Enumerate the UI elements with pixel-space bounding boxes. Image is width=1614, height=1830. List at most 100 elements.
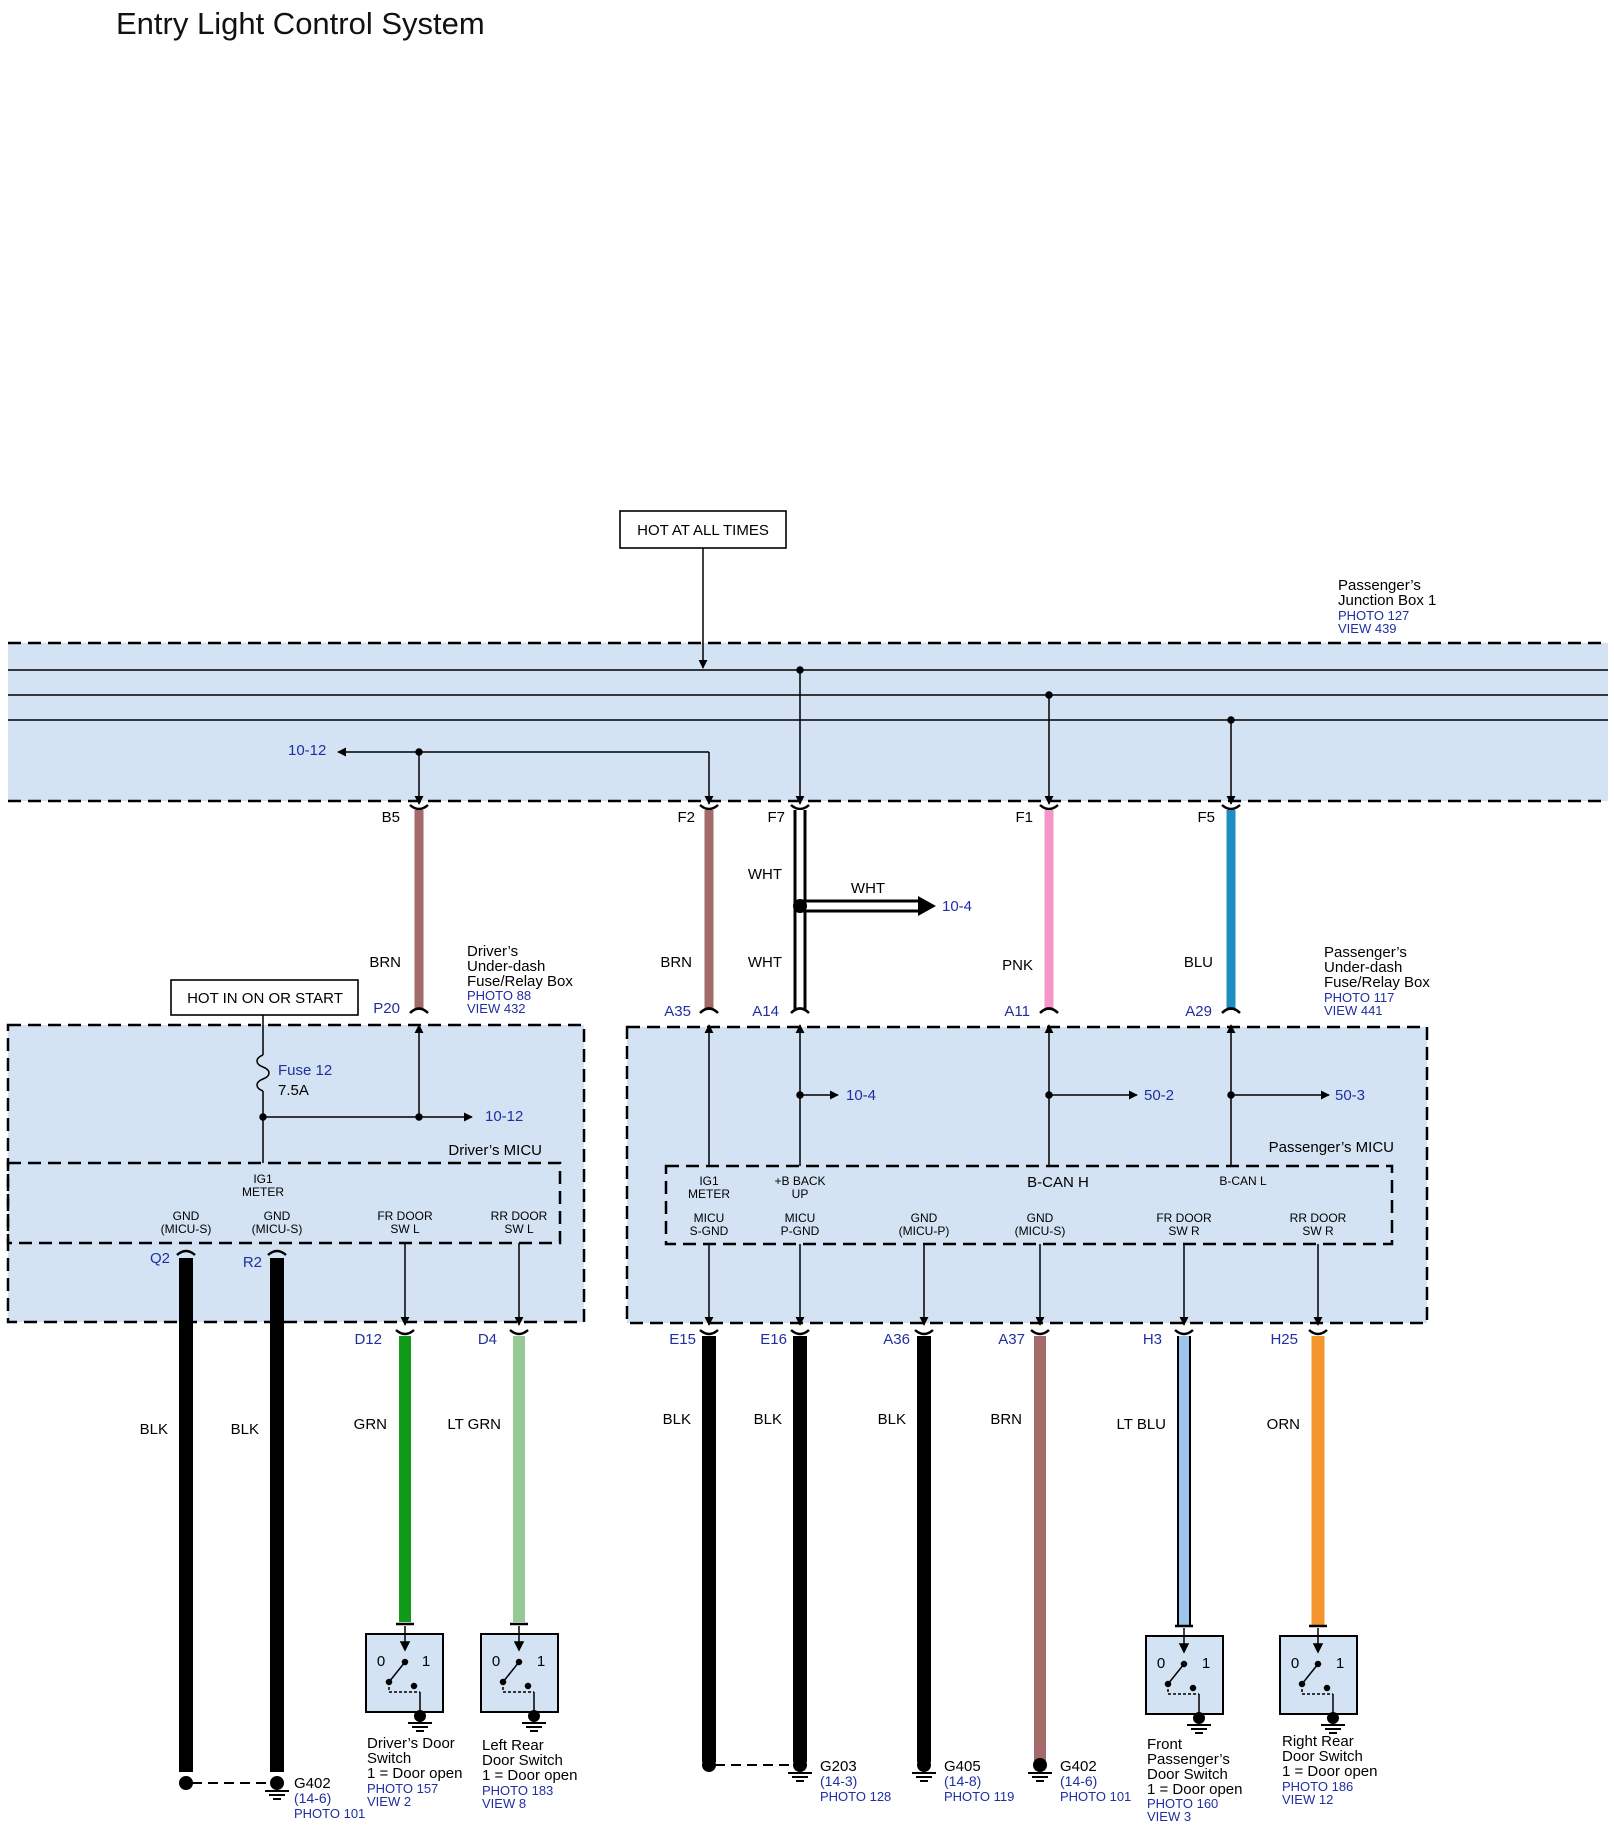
drivers-fuse-box-label: Driver’s Under-dash Fuse/Relay Box — [467, 943, 573, 990]
passengers-fuse-box — [625, 1025, 1429, 1325]
pin-A36: A36 — [883, 1331, 910, 1348]
color-label-ltblu: LT BLU — [1117, 1416, 1166, 1433]
drivers-micu-label: Driver’s MICU — [448, 1142, 542, 1159]
color-label-brn-1: BRN — [369, 954, 401, 971]
color-label-blk-r2: BLK — [231, 1421, 259, 1438]
switch-ground-icons — [408, 1710, 1345, 1734]
ground-g203: G203 — [820, 1758, 857, 1775]
color-label-blk-e15: BLK — [663, 1411, 691, 1428]
junction-box-1 — [8, 641, 1608, 803]
switch-state-0: 0 — [1291, 1655, 1299, 1672]
hot-in-on-or-start-box — [170, 979, 359, 1016]
color-label-pnk: PNK — [1002, 957, 1033, 974]
pass-term-bcan-l: B-CAN L — [1219, 1174, 1267, 1188]
switch-state-1: 1 — [1202, 1655, 1210, 1672]
color-label-ltgrn: LT GRN — [447, 1416, 501, 1433]
passengers-box-wiring — [704, 1024, 1330, 1166]
switch-state-0: 0 — [377, 1653, 385, 1670]
fuse-12-rating: 7.5A — [278, 1082, 309, 1099]
lower-connectors — [176, 1249, 1328, 1336]
color-label-brn-a37: BRN — [990, 1411, 1022, 1428]
drivers-door-switch-label: Driver’s Door Switch 1 = Door open — [367, 1735, 463, 1782]
junction-internal-wiring — [337, 666, 1236, 805]
color-label-brn-2: BRN — [660, 954, 692, 971]
passengers-micu-label: Passenger’s MICU — [1269, 1139, 1394, 1156]
junction-connectors — [409, 804, 1241, 811]
switch-state-0: 0 — [1157, 1655, 1165, 1672]
ref-50-3: 50-3 — [1335, 1087, 1365, 1104]
front-passengers-door-switch-label: Front Passenger’s Door Switch 1 = Door o… — [1147, 1736, 1243, 1798]
drivers-fuse-box-refs: PHOTO 88 VIEW 432 — [467, 988, 535, 1016]
hot-in-on-or-start-label: HOT IN ON OR START — [187, 990, 343, 1007]
pin-F5: F5 — [1197, 809, 1215, 826]
fuse-12-symbol — [256, 1054, 270, 1092]
micu-output-arrows — [400, 1243, 1323, 1326]
pin-F7: F7 — [767, 809, 785, 826]
color-label-blk-e16: BLK — [754, 1411, 782, 1428]
left-rear-door-switch-label: Left Rear Door Switch 1 = Door open — [482, 1737, 578, 1784]
ground-g402-right-refs: (14-6) PHOTO 101 — [1060, 1773, 1131, 1804]
drv-term-gnd-q2: GND(MICU-S) — [161, 1209, 212, 1236]
wht-branch-color: WHT — [851, 880, 885, 897]
switch-state-1: 1 — [1336, 1655, 1344, 1672]
ground-g405: G405 — [944, 1758, 981, 1775]
hot-at-all-times-label: HOT AT ALL TIMES — [637, 522, 769, 539]
drivers-door-switch: 0 1 — [365, 1622, 444, 1713]
left-rear-door-switch: 0 1 — [480, 1622, 559, 1713]
pin-A29: A29 — [1185, 1003, 1212, 1020]
pin-A37: A37 — [998, 1331, 1025, 1348]
pin-D12: D12 — [354, 1331, 382, 1348]
fuse-12-name: Fuse 12 — [278, 1062, 332, 1079]
pin-A35: A35 — [664, 1003, 691, 1020]
upper-connectors — [409, 1007, 1241, 1014]
color-label-blk-q2: BLK — [140, 1421, 168, 1438]
front-passengers-door-switch: 0 1 — [1145, 1624, 1224, 1715]
color-label-grn: GRN — [354, 1416, 387, 1433]
wht-branch — [793, 896, 936, 916]
drivers-door-switch-refs: PHOTO 157 VIEW 2 — [367, 1781, 442, 1809]
ground-g402-left: G402 — [294, 1775, 331, 1792]
color-label-wht-1: WHT — [748, 866, 782, 883]
drivers-micu — [6, 1161, 562, 1245]
pass-term-gnd-micu-p: GND(MICU-P) — [899, 1211, 950, 1238]
ref-10-4-passengers: 10-4 — [846, 1087, 876, 1104]
drivers-box-wiring — [256, 1015, 473, 1163]
drv-term-gnd-r2: GND(MICU-S) — [252, 1209, 303, 1236]
right-rear-door-switch: 0 1 — [1279, 1624, 1358, 1715]
switch-state-1: 1 — [537, 1653, 545, 1670]
pass-term-bcan-h: B-CAN H — [1027, 1174, 1089, 1191]
ground-g203-refs: (14-3) PHOTO 128 — [820, 1773, 891, 1804]
pin-D4: D4 — [478, 1331, 497, 1348]
right-rear-door-switch-label: Right Rear Door Switch 1 = Door open — [1282, 1733, 1378, 1780]
color-label-blk-a36: BLK — [878, 1411, 906, 1428]
ref-10-12-top: 10-12 — [288, 742, 326, 759]
color-label-wht-2: WHT — [748, 954, 782, 971]
passengers-fuse-box-label: Passenger’s Under-dash Fuse/Relay Box — [1324, 944, 1430, 991]
pin-P20: P20 — [373, 1000, 400, 1017]
pin-E15: E15 — [669, 1331, 696, 1348]
pin-E16: E16 — [760, 1331, 787, 1348]
right-rear-door-switch-refs: PHOTO 186 VIEW 12 — [1282, 1779, 1357, 1807]
pin-A11: A11 — [1004, 1003, 1030, 1020]
drivers-fuse-box — [6, 1023, 586, 1324]
pin-F1: F1 — [1015, 809, 1033, 826]
pin-B5: B5 — [382, 809, 400, 826]
ref-10-4-branch: 10-4 — [942, 898, 972, 915]
pin-H25: H25 — [1270, 1331, 1298, 1348]
pin-R2: R2 — [243, 1254, 262, 1271]
pin-Q2: Q2 — [150, 1250, 170, 1267]
pass-term-gnd-micu-s: GND(MICU-S) — [1015, 1211, 1066, 1238]
pin-F2: F2 — [677, 809, 695, 826]
pin-H3: H3 — [1143, 1331, 1162, 1348]
junction-box-label: Passenger’s Junction Box 1 — [1338, 577, 1436, 609]
switch-state-1: 1 — [422, 1653, 430, 1670]
